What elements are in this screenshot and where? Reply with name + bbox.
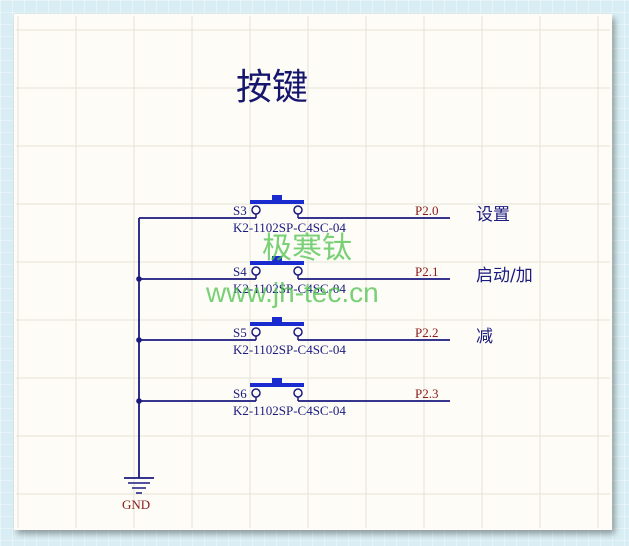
switch-contact (251, 205, 261, 215)
junction-dot (136, 337, 142, 343)
switch-ref-label: S3 (233, 203, 247, 218)
switch-part-label: K2-1102SP-C4SC-04 (233, 342, 346, 357)
function-label: 减 (476, 327, 493, 347)
net-label: P2.2 (415, 325, 438, 340)
junction-dot (136, 276, 142, 282)
switch-ref-label: S6 (233, 386, 247, 401)
switch-button-cap (272, 378, 282, 384)
switch-actuator (250, 322, 304, 326)
sheet-grid (16, 16, 610, 528)
switch-actuator (250, 200, 304, 204)
switch-contact (293, 205, 303, 215)
net-label: P2.0 (415, 203, 438, 218)
switch-button-cap (272, 195, 282, 201)
ground-symbol (124, 470, 154, 494)
switch-part-label: K2-1102SP-C4SC-04 (233, 403, 346, 418)
junction-dot (136, 398, 142, 404)
switch-part-label: K2-1102SP-C4SC-04 (233, 281, 346, 296)
net-label: P2.3 (415, 386, 438, 401)
switch-ref-label: S4 (233, 264, 247, 279)
switch-ref-label: S5 (233, 325, 247, 340)
switch-button-cap (272, 256, 282, 262)
switch-contact (251, 388, 261, 398)
switch-actuator (250, 383, 304, 387)
watermark-url: www.jh-tec.cn (205, 277, 379, 308)
switch-contact (293, 327, 303, 337)
switch-part-label: K2-1102SP-C4SC-04 (233, 220, 346, 235)
switch-contact (251, 266, 261, 276)
schematic-sheet (14, 14, 612, 530)
ground-label: GND (122, 497, 150, 512)
switch-button-cap (272, 317, 282, 323)
switch-actuator (250, 261, 304, 265)
watermark-name: 极寒钛 (262, 231, 352, 266)
diagram-title: 按键 (236, 67, 308, 108)
switch-contact (251, 327, 261, 337)
function-label: 启动/加 (476, 266, 533, 286)
function-label: 设置 (476, 205, 510, 225)
net-label: P2.1 (415, 264, 438, 279)
switch-contact (293, 266, 303, 276)
switch-contact (293, 388, 303, 398)
